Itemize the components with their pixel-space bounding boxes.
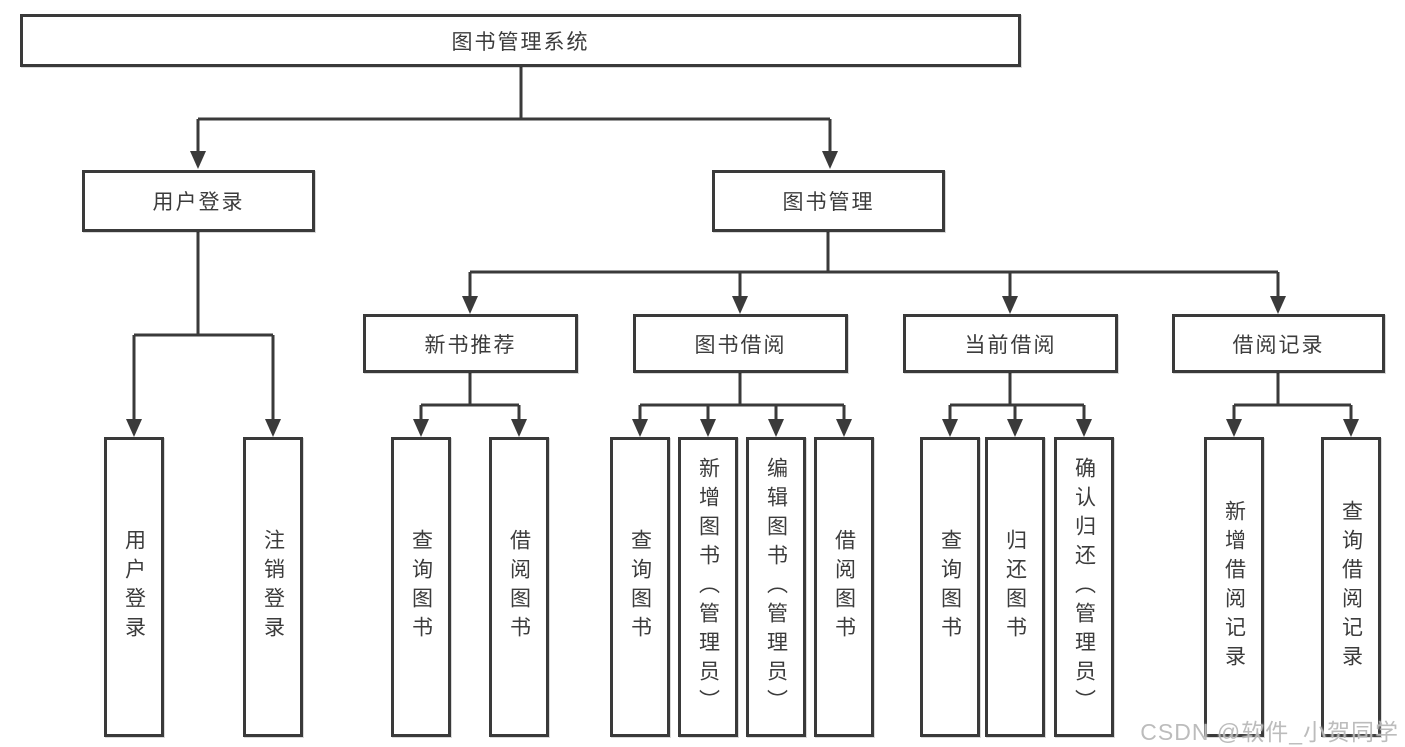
node-label: 编辑图书（管理员） [764, 456, 788, 718]
edge-root-to-level2 [196, 66, 832, 152]
leaf-add-borrow-record: 新增借阅记录 [1204, 437, 1264, 737]
node-library-management-system: 图书管理系统 [20, 14, 1021, 67]
leaf-confirm-return-admin: 确认归还（管理员） [1054, 437, 1114, 737]
leaf-search-books-borrow: 查询图书 [610, 437, 670, 737]
node-borrow-records: 借阅记录 [1172, 314, 1385, 373]
leaf-logout: 注销登录 [243, 437, 303, 737]
leaf-borrow-books-recommend: 借阅图书 [489, 437, 549, 737]
node-book-borrow: 图书借阅 [633, 314, 848, 373]
node-label: 图书借阅 [694, 333, 787, 357]
node-label: 查询图书 [938, 529, 962, 645]
edge-current-borrow-to-leaves [948, 373, 1086, 420]
node-label: 新书推荐 [424, 333, 517, 357]
node-label: 新增借阅记录 [1222, 500, 1246, 674]
edge-book-management-to-level3 [468, 232, 1280, 297]
leaf-add-books-admin: 新增图书（管理员） [678, 437, 738, 737]
edge-book-borrow-to-leaves [638, 373, 846, 420]
node-label: 新增图书（管理员） [696, 456, 720, 718]
leaf-user-login: 用户登录 [104, 437, 164, 737]
leaf-search-borrow-record: 查询借阅记录 [1321, 437, 1381, 737]
node-label: 当前借阅 [964, 333, 1057, 357]
leaf-borrow-books: 借阅图书 [814, 437, 874, 737]
node-label: 注销登录 [261, 529, 285, 645]
node-label: 确认归还（管理员） [1072, 456, 1096, 718]
node-label: 借阅记录 [1232, 333, 1325, 357]
leaf-edit-books-admin: 编辑图书（管理员） [746, 437, 806, 737]
leaf-return-books: 归还图书 [985, 437, 1045, 737]
node-book-management: 图书管理 [712, 170, 945, 232]
node-label: 用户登录 [152, 191, 245, 214]
node-label: 查询借阅记录 [1339, 500, 1363, 674]
node-new-book-recommend: 新书推荐 [363, 314, 578, 373]
edge-user-login-to-leaves [132, 232, 275, 420]
node-label: 归还图书 [1003, 529, 1027, 645]
node-label: 查询图书 [409, 529, 433, 645]
leaf-search-books-recommend: 查询图书 [391, 437, 451, 737]
leaf-search-books-current: 查询图书 [920, 437, 980, 737]
node-label: 用户登录 [122, 529, 146, 645]
node-label: 图书管理 [782, 191, 875, 214]
node-current-borrow: 当前借阅 [903, 314, 1118, 373]
node-label: 查询图书 [628, 529, 652, 645]
node-label: 借阅图书 [507, 529, 531, 645]
node-user-login: 用户登录 [82, 170, 315, 232]
watermark: CSDN @软件_小贺同学 [1140, 719, 1399, 745]
edge-borrow-records-to-leaves [1232, 373, 1353, 420]
edge-new-book-recommend-to-leaves [419, 373, 521, 420]
node-label: 图书管理系统 [451, 30, 590, 54]
node-label: 借阅图书 [832, 529, 856, 645]
arrowheads [126, 151, 1359, 437]
